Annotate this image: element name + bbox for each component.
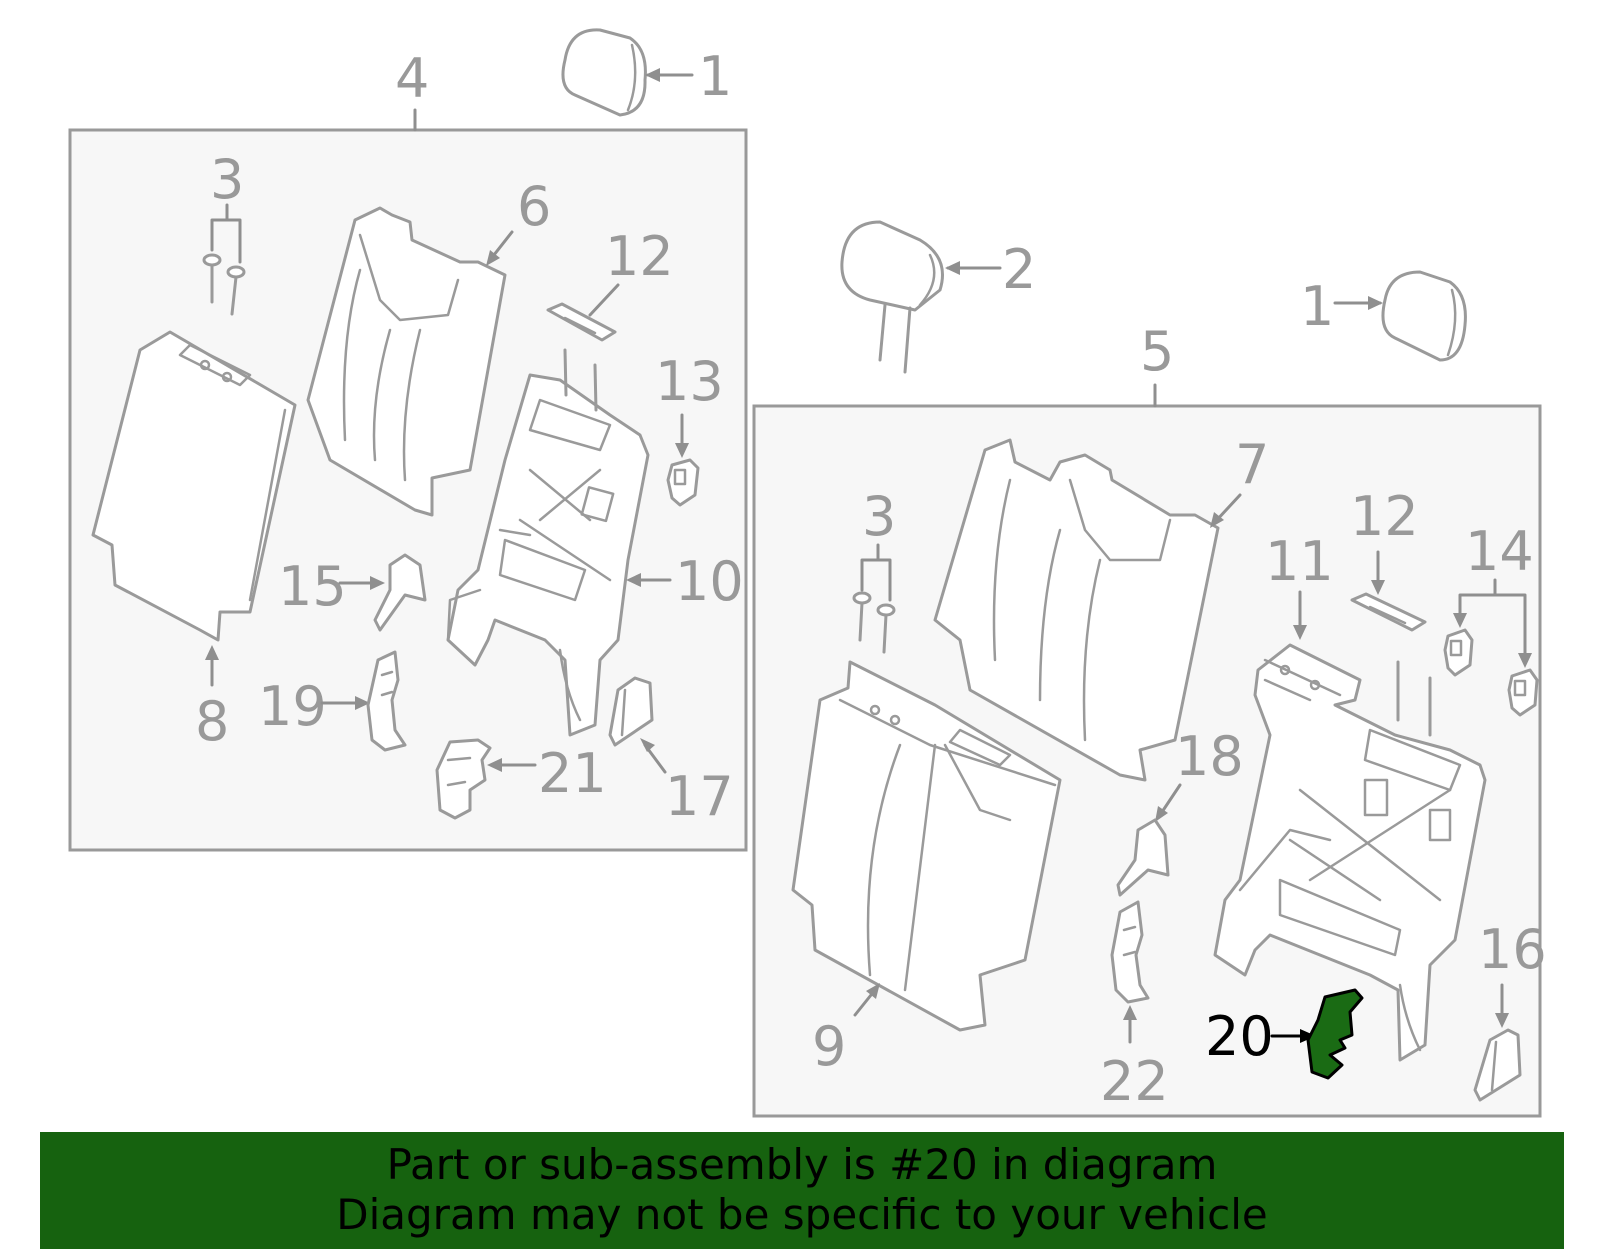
seatback-cover-part-9[interactable] xyxy=(791,660,1062,1032)
bracket-part-21[interactable] xyxy=(435,738,492,820)
banner-line-2: Diagram may not be specific to your vehi… xyxy=(336,1190,1268,1239)
arrowhead-6 xyxy=(486,250,500,266)
seatback-pad-part-6[interactable] xyxy=(306,206,507,517)
seatback-pad-part-7[interactable] xyxy=(933,438,1220,782)
arrowhead-21 xyxy=(487,758,502,772)
callout-3b[interactable]: 3 xyxy=(862,485,896,548)
arrowhead-20 xyxy=(1300,1029,1316,1043)
seat-parts-diagram: 4 5 1 2 1 3 8 xyxy=(68,28,1547,1118)
bracket-part-22[interactable] xyxy=(1110,900,1150,1004)
arrowhead-13 xyxy=(675,443,689,458)
callout-6[interactable]: 6 xyxy=(517,175,551,238)
cover-part-15[interactable] xyxy=(373,553,427,632)
callout-22[interactable]: 22 xyxy=(1100,1050,1169,1113)
arrowhead-1a xyxy=(645,68,660,82)
seatback-cover-part-8[interactable] xyxy=(91,330,297,642)
callout-9[interactable]: 9 xyxy=(812,1015,846,1078)
callout-3a[interactable]: 3 xyxy=(210,148,244,211)
arrowhead-14a xyxy=(1453,613,1467,628)
cover-part-18[interactable] xyxy=(1116,818,1170,897)
info-banner: Part or sub-assembly is #20 in diagram D… xyxy=(40,1132,1564,1249)
callout-20[interactable]: 20 xyxy=(1205,1005,1274,1068)
callout-12b[interactable]: 12 xyxy=(1350,485,1419,548)
callout-2[interactable]: 2 xyxy=(1002,238,1036,301)
callout-10[interactable]: 10 xyxy=(675,550,744,613)
arrowhead-19 xyxy=(355,696,370,710)
bolt-part-3a[interactable] xyxy=(202,253,246,316)
arrowhead-11 xyxy=(1293,625,1307,640)
leader-12a xyxy=(588,283,620,317)
callout-21[interactable]: 21 xyxy=(538,742,607,805)
bracket-part-20-highlighted[interactable] xyxy=(1306,988,1364,1080)
bracket-part-19[interactable] xyxy=(366,650,407,752)
arrowhead-15 xyxy=(370,576,385,590)
callout-1b[interactable]: 1 xyxy=(1300,275,1334,338)
headrest-part-2[interactable] xyxy=(840,220,944,374)
callout-4[interactable]: 4 xyxy=(395,47,429,110)
callout-13[interactable]: 13 xyxy=(655,350,724,413)
arrowhead-7 xyxy=(1210,512,1224,528)
seat-frame-part-10[interactable] xyxy=(446,348,650,737)
arrowhead-18 xyxy=(1155,806,1168,822)
arrowhead-1b xyxy=(1368,296,1383,310)
arrowhead-10 xyxy=(626,573,641,587)
trim-part-12a[interactable] xyxy=(546,302,617,342)
callout-8[interactable]: 8 xyxy=(195,690,229,753)
arrowhead-16 xyxy=(1495,1013,1509,1028)
arrowhead-22 xyxy=(1123,1005,1137,1020)
callout-19[interactable]: 19 xyxy=(258,675,327,738)
clip-part-14[interactable] xyxy=(1443,628,1539,717)
callout-1a[interactable]: 1 xyxy=(698,45,732,108)
bolt-part-3b[interactable] xyxy=(852,591,896,654)
callout-11[interactable]: 11 xyxy=(1265,530,1334,593)
leader-3b xyxy=(860,543,892,602)
banner-line-1: Part or sub-assembly is #20 in diagram xyxy=(386,1140,1218,1189)
headrest-part-1a[interactable] xyxy=(561,28,647,117)
leader-14 xyxy=(1458,578,1527,662)
callout-16[interactable]: 16 xyxy=(1478,918,1547,981)
leader-3a xyxy=(210,203,242,264)
arrowhead-8 xyxy=(205,645,219,660)
arrowhead-9 xyxy=(866,983,880,999)
arrowhead-12b xyxy=(1371,580,1385,595)
callout-17[interactable]: 17 xyxy=(665,765,734,828)
cover-part-16[interactable] xyxy=(1473,1028,1522,1102)
arrowhead-2 xyxy=(945,261,960,275)
arrowhead-17 xyxy=(640,738,655,752)
callout-15[interactable]: 15 xyxy=(278,555,347,618)
arrowhead-14b xyxy=(1518,653,1532,668)
clip-part-13[interactable] xyxy=(666,458,700,507)
headrest-part-1b[interactable] xyxy=(1381,270,1467,362)
trim-part-12b[interactable] xyxy=(1350,592,1427,632)
callout-18[interactable]: 18 xyxy=(1175,725,1244,788)
callout-14[interactable]: 14 xyxy=(1465,520,1534,583)
callout-5[interactable]: 5 xyxy=(1140,320,1174,383)
cover-part-17[interactable] xyxy=(608,676,654,747)
callout-12a[interactable]: 12 xyxy=(605,225,674,288)
callout-7[interactable]: 7 xyxy=(1235,433,1269,496)
seat-frame-part-11[interactable] xyxy=(1213,643,1487,1062)
